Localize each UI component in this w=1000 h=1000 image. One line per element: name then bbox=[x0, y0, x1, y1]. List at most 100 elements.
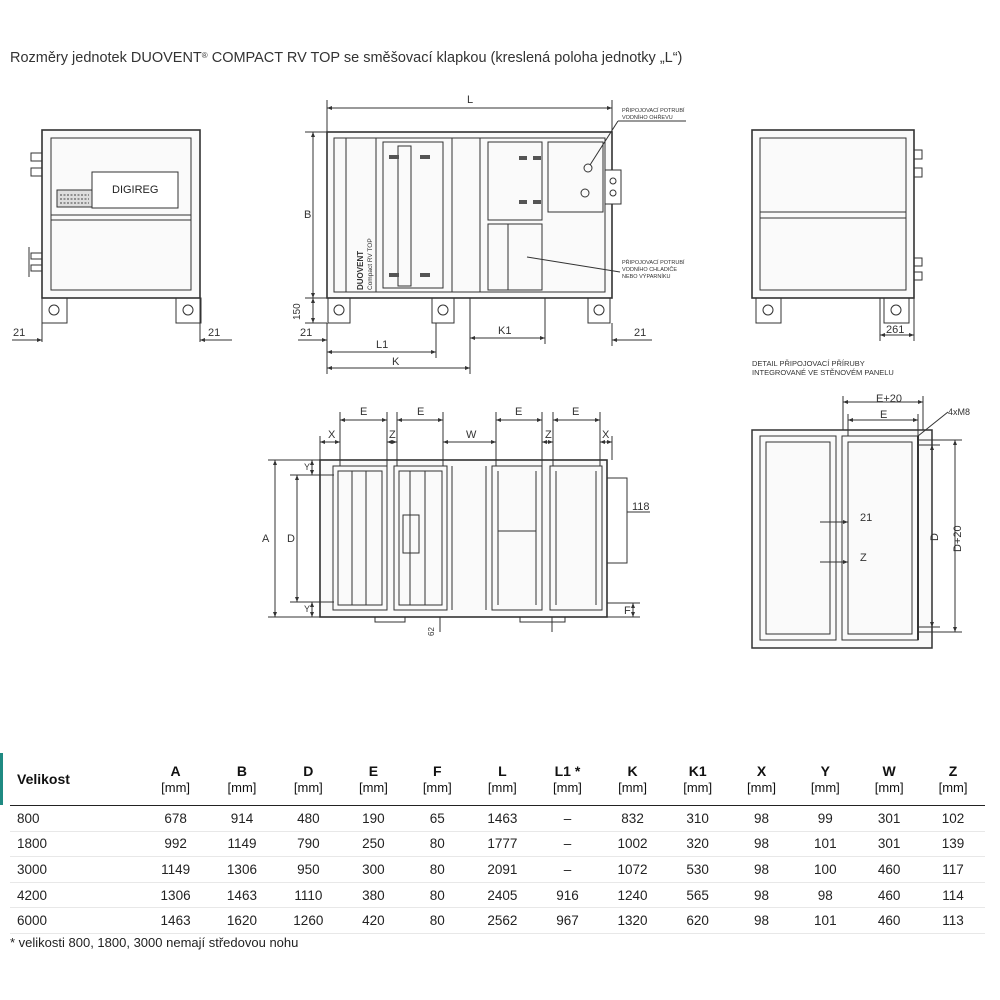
detail-note: DETAIL PŘIPOJOVACÍ PŘÍRUBY INTEGROVANÉ V… bbox=[752, 359, 894, 377]
pipe-heating-note: PŘIPOJOVACÍ POTRUBÍ VODNÍHO OHŘEVU bbox=[622, 106, 685, 121]
dim-l: L bbox=[467, 94, 473, 106]
table-cell: 98 bbox=[793, 882, 858, 909]
table-cell: 80 bbox=[405, 831, 470, 858]
table-cell: 190 bbox=[341, 805, 406, 832]
dim-k1: K1 bbox=[498, 325, 511, 337]
compact-label: Compact RV TOP bbox=[367, 238, 374, 290]
table-cell: 101 bbox=[793, 907, 858, 934]
dim-z-1: Z bbox=[389, 429, 396, 441]
col-b: B[mm] bbox=[208, 753, 276, 806]
svg-text:NEBO VÝPARNÍKU: NEBO VÝPARNÍKU bbox=[622, 273, 671, 280]
table-cell: – bbox=[535, 856, 600, 883]
table-cell: 620 bbox=[665, 907, 730, 934]
dim-a: A bbox=[262, 533, 270, 545]
table-cell: 99 bbox=[793, 805, 858, 832]
dim-21-right: 21 bbox=[208, 327, 220, 339]
table-cell: 914 bbox=[208, 805, 276, 832]
table-cell: 1463 bbox=[469, 805, 536, 832]
duovent-label: DUOVENT bbox=[356, 251, 365, 290]
dim-21-detail: 21 bbox=[860, 512, 872, 524]
dim-z-detail: Z bbox=[860, 552, 867, 564]
table-cell: 1320 bbox=[599, 907, 666, 934]
dim-4xm8: 4xM8 bbox=[948, 407, 970, 417]
svg-text:PŘIPOJOVACÍ POTRUBÍ: PŘIPOJOVACÍ POTRUBÍ bbox=[622, 258, 685, 266]
table-cell: 1072 bbox=[599, 856, 666, 883]
table-cell: 1620 bbox=[208, 907, 276, 934]
table-cell: 1306 bbox=[142, 882, 209, 909]
dim-w: W bbox=[466, 429, 477, 441]
dim-118: 118 bbox=[632, 501, 650, 513]
col-w: W[mm] bbox=[857, 753, 922, 806]
dim-d-plus-20: D+20 bbox=[952, 525, 964, 552]
svg-text:PŘIPOJOVACÍ POTRUBÍ: PŘIPOJOVACÍ POTRUBÍ bbox=[622, 106, 685, 114]
table-cell: 301 bbox=[857, 805, 922, 832]
table-header-row: Velikost A[mm] B[mm] D[mm] E[mm] F[mm] L… bbox=[10, 753, 985, 806]
table-cell: 98 bbox=[729, 831, 794, 858]
dim-e-plus-20: E+20 bbox=[876, 393, 902, 405]
dim-d-detail: D bbox=[929, 533, 941, 541]
svg-text:VODNÍHO CHLADIČE: VODNÍHO CHLADIČE bbox=[622, 266, 677, 273]
table-cell: 1306 bbox=[208, 856, 276, 883]
col-f: F[mm] bbox=[405, 753, 470, 806]
dim-l1: L1 bbox=[376, 339, 388, 351]
table-cell: 1260 bbox=[275, 907, 342, 934]
table-cell: 480 bbox=[275, 805, 342, 832]
dim-e-4: E bbox=[572, 406, 579, 418]
size-cell: 4200 bbox=[10, 882, 143, 909]
col-k: K[mm] bbox=[599, 753, 666, 806]
table-cell: 2091 bbox=[469, 856, 536, 883]
table-cell: 1002 bbox=[599, 831, 666, 858]
col-x: X[mm] bbox=[729, 753, 794, 806]
table-cell: 114 bbox=[921, 882, 985, 909]
table-cell: 2405 bbox=[469, 882, 536, 909]
table-cell: 916 bbox=[535, 882, 600, 909]
table-cell: 117 bbox=[921, 856, 985, 883]
dim-f: F bbox=[624, 605, 631, 617]
table-cell: 320 bbox=[665, 831, 730, 858]
size-cell: 6000 bbox=[10, 907, 143, 934]
dim-k: K bbox=[392, 356, 400, 368]
col-y: Y[mm] bbox=[793, 753, 858, 806]
left-side-view bbox=[12, 129, 232, 342]
table-cell: 1110 bbox=[275, 882, 342, 909]
table-cell: 950 bbox=[275, 856, 342, 883]
dim-21-left: 21 bbox=[13, 327, 25, 339]
table-cell: 100 bbox=[793, 856, 858, 883]
table-cell: 967 bbox=[535, 907, 600, 934]
front-view bbox=[298, 100, 686, 374]
right-side-view bbox=[751, 129, 923, 341]
table-cell: 1149 bbox=[142, 856, 209, 883]
size-cell: 3000 bbox=[10, 856, 143, 883]
table-cell: 80 bbox=[405, 882, 470, 909]
table-cell: 250 bbox=[341, 831, 406, 858]
table-cell: 1463 bbox=[208, 882, 276, 909]
dim-z-2: Z bbox=[545, 429, 552, 441]
svg-text:DETAIL PŘIPOJOVACÍ PŘÍRUBY: DETAIL PŘIPOJOVACÍ PŘÍRUBY bbox=[752, 359, 865, 368]
table-cell: 1463 bbox=[142, 907, 209, 934]
table-cell: 530 bbox=[665, 856, 730, 883]
top-view bbox=[268, 412, 650, 632]
digireg-label: DIGIREG bbox=[112, 184, 158, 196]
table-cell: 1240 bbox=[599, 882, 666, 909]
table-cell: 65 bbox=[405, 805, 470, 832]
detail-labels: E+20 E 4xM8 21 Z D D+20 bbox=[860, 393, 970, 564]
dim-e-3: E bbox=[515, 406, 522, 418]
footnote: * velikosti 800, 1800, 3000 nemají střed… bbox=[10, 935, 299, 950]
detail-view bbox=[751, 396, 962, 649]
table-cell: 113 bbox=[921, 907, 985, 934]
svg-text:VODNÍHO OHŘEVU: VODNÍHO OHŘEVU bbox=[622, 113, 673, 121]
col-l: L[mm] bbox=[469, 753, 536, 806]
table-cell: 2562 bbox=[469, 907, 536, 934]
pipe-cooling-note: PŘIPOJOVACÍ POTRUBÍ VODNÍHO CHLADIČE NEB… bbox=[622, 258, 685, 280]
dim-x-2: X bbox=[602, 429, 610, 441]
dim-e-1: E bbox=[360, 406, 367, 418]
table-cell: 460 bbox=[857, 882, 922, 909]
table-cell: 832 bbox=[599, 805, 666, 832]
table-cell: 98 bbox=[729, 856, 794, 883]
table-accent-bar bbox=[0, 753, 3, 805]
table-cell: 992 bbox=[142, 831, 209, 858]
table-cell: 420 bbox=[341, 907, 406, 934]
col-k1: K1[mm] bbox=[665, 753, 730, 806]
